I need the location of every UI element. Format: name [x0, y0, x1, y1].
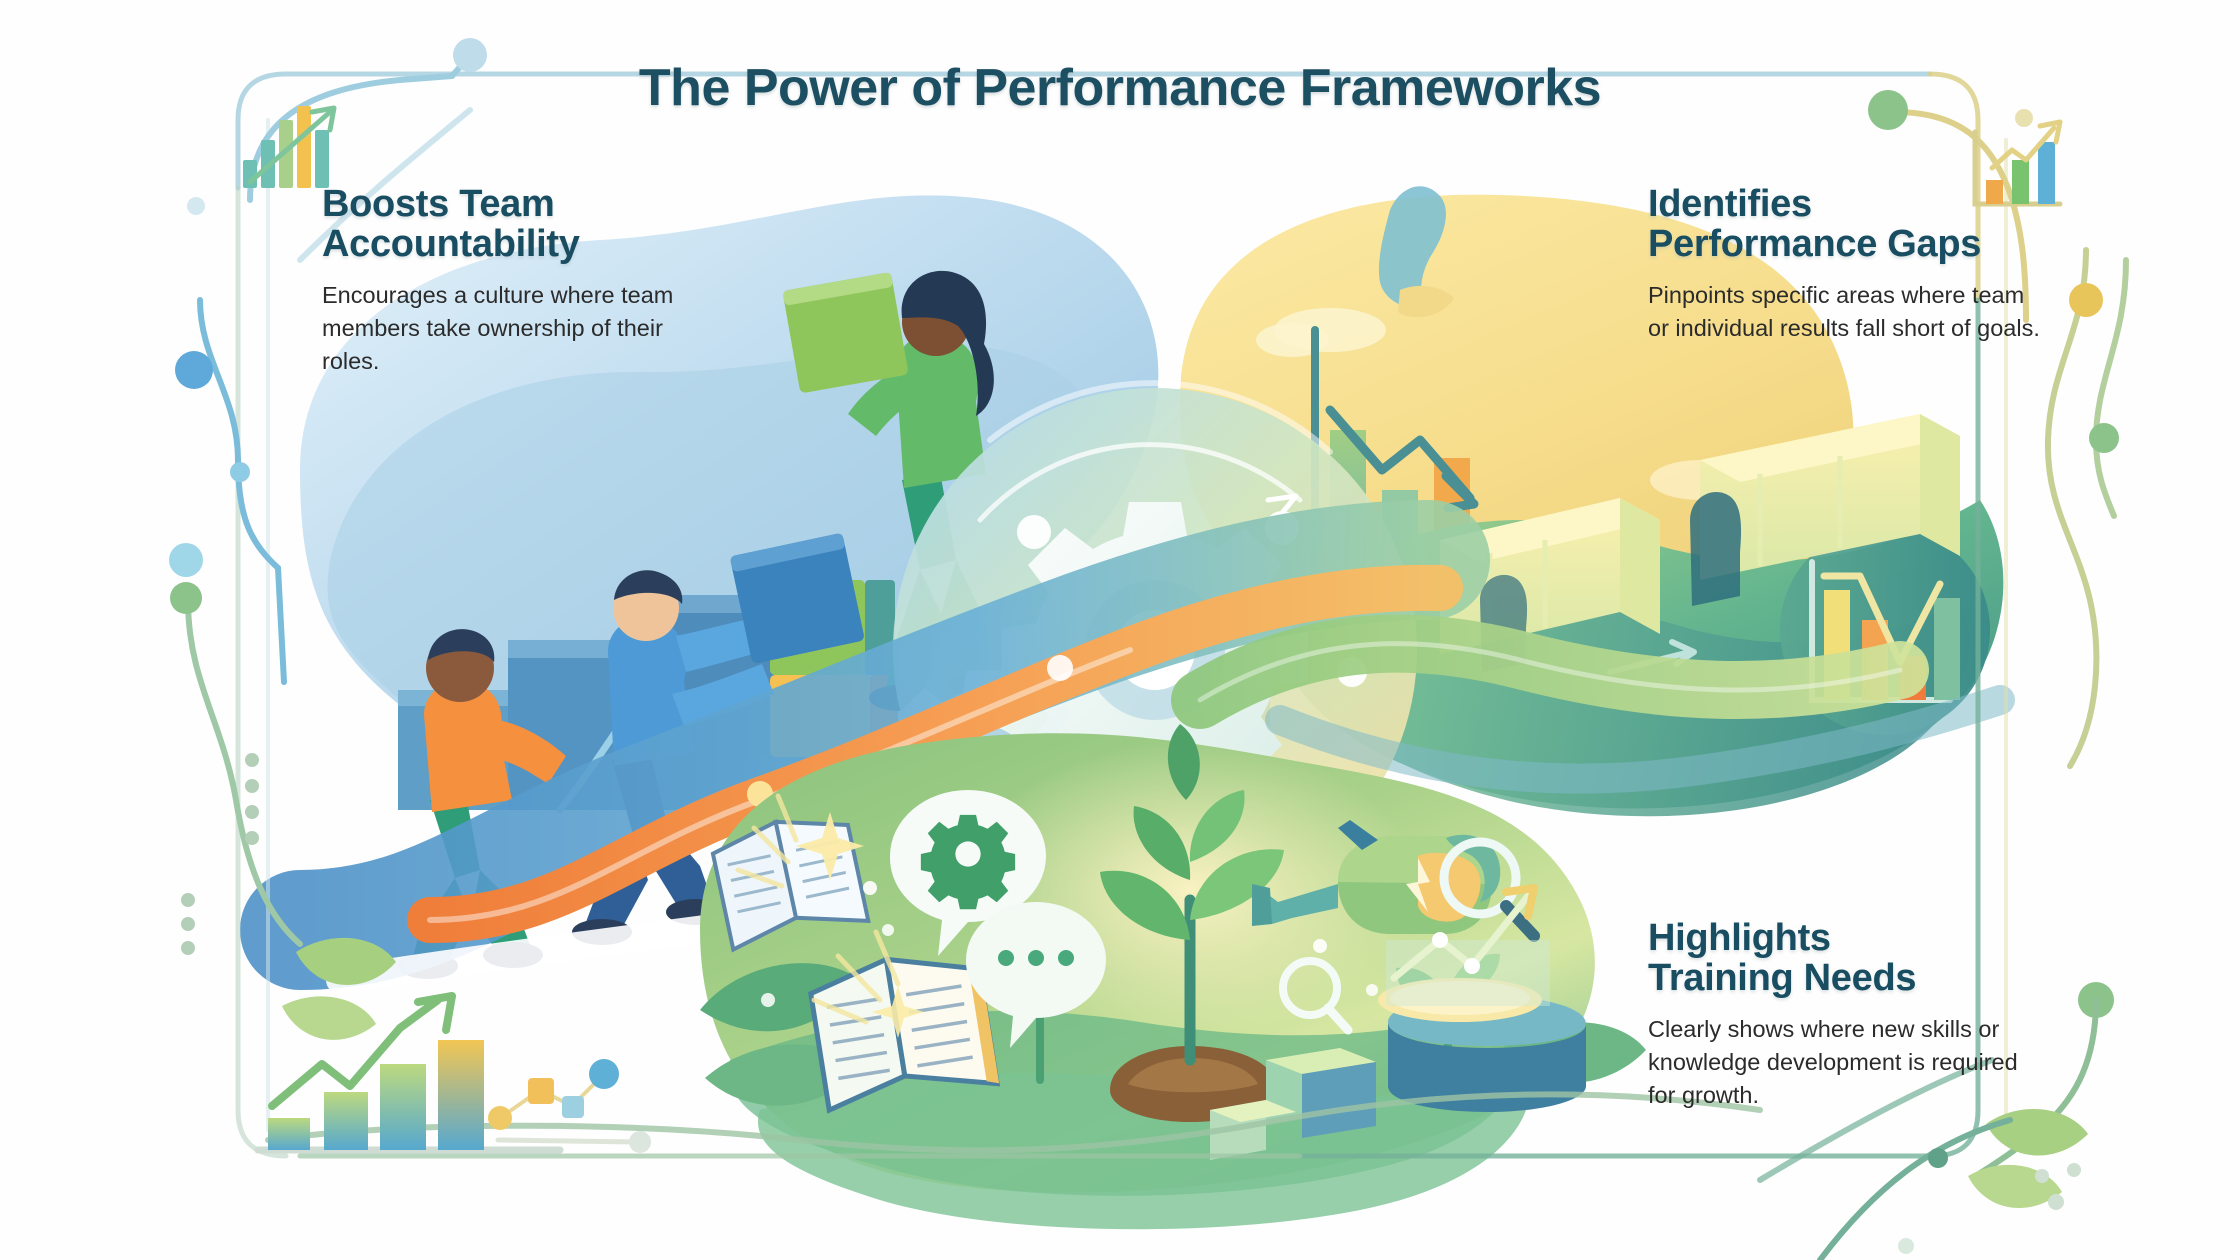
page-title: The Power of Performance Frameworks	[638, 59, 1602, 117]
feature-heading: Identifies Performance Gaps	[1648, 184, 2048, 265]
magnifier-icon-small	[1279, 957, 1353, 1035]
chat-speech-bubble	[965, 902, 1106, 1048]
feature-heading: Highlights Training Needs	[1648, 918, 2048, 999]
magnifier-icon-large	[1439, 837, 1540, 942]
gear-speech-bubble	[889, 790, 1046, 956]
feature-block-boosts-team-accountability: Boosts Team Accountability Encourages a …	[322, 184, 702, 379]
feature-heading-line2: Performance Gaps	[1648, 223, 1982, 266]
feature-block-highlights-training-needs: Highlights Training Needs Clearly shows …	[1648, 918, 2048, 1113]
open-book-lower	[808, 955, 1001, 1114]
feature-heading: Boosts Team Accountability	[322, 184, 702, 265]
gear-icon	[920, 814, 1016, 910]
mini-bar-chart-top-right	[1972, 119, 2063, 207]
bridge-with-gap	[1440, 414, 1960, 675]
bottom-scene-garden	[700, 724, 1646, 1230]
feature-heading-line2: Training Needs	[1648, 957, 1917, 1000]
feature-body: Encourages a culture where team members …	[322, 281, 674, 375]
mini-bar-chart-top-left	[243, 105, 337, 188]
sparkle-icons	[761, 812, 1378, 1038]
feature-body: Pinpoints specific areas where team or i…	[1648, 281, 2040, 341]
podium-rising-chart	[1210, 884, 1586, 1160]
decorative-node-curves	[169, 38, 2129, 1260]
feature-block-identifies-performance-gaps: Identifies Performance Gaps Pinpoints sp…	[1648, 184, 2048, 345]
node-diagram-bottom-left	[488, 1059, 651, 1153]
scatter-dots	[187, 109, 2033, 1254]
feature-heading-line1: Highlights	[1648, 917, 1831, 959]
bar-chart-bottom-left	[254, 992, 651, 1154]
feature-heading-line1: Identifies	[1648, 183, 1812, 225]
feature-body: Clearly shows where new skills or knowle…	[1648, 1015, 2018, 1109]
decorative-frame	[235, 71, 2008, 1159]
seedling-main	[1100, 724, 1284, 1066]
flow-ribbons	[240, 500, 2015, 994]
feature-heading-line2: Accountability	[322, 223, 580, 266]
feature-heading-line1: Boosts Team	[322, 183, 555, 225]
